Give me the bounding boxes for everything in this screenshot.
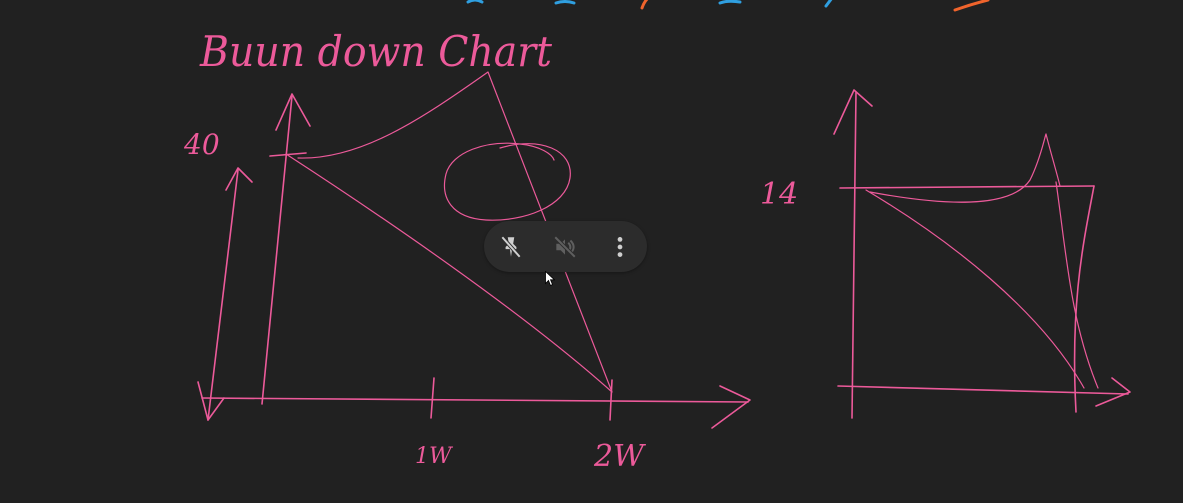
chart1-y-label: 40 — [183, 128, 220, 161]
mute-button[interactable] — [548, 230, 582, 264]
chart1-x-axis — [201, 397, 749, 403]
pin-off-icon — [500, 235, 522, 259]
chart1-y-axis-arrow — [275, 93, 311, 131]
chart1-actual-line — [297, 71, 613, 393]
more-options-button[interactable] — [603, 230, 637, 264]
chart1-x-tick-label-1w: 1W — [415, 444, 454, 469]
chart2-y-axis — [851, 91, 857, 419]
chart1-y-tick-40 — [269, 152, 307, 157]
chart1-x-axis-arrow — [711, 385, 751, 429]
burndown-chart-1: 40 1W 2W — [183, 71, 751, 474]
chart1-left-axis-arrow-bottom — [197, 381, 225, 421]
chart2-y-label: 14 — [760, 177, 798, 212]
mouse-cursor-icon — [545, 271, 555, 287]
chart1-left-axis — [207, 169, 239, 421]
chart1-x-tick-2w — [609, 379, 613, 421]
chart2-horizontal-line — [839, 185, 1095, 189]
chart2-spike-line — [869, 133, 1061, 203]
chart1-ideal-line — [285, 153, 613, 393]
more-vert-icon — [617, 237, 623, 257]
chart1-x-tick-label-2w: 2W — [593, 439, 646, 474]
chart1-y-axis — [261, 95, 293, 405]
volume-off-icon — [553, 235, 577, 259]
unpin-button[interactable] — [494, 230, 528, 264]
media-controls-bar — [484, 221, 647, 272]
chart2-right-vertical-2 — [1055, 181, 1099, 389]
chart-title: Buun down Chart — [199, 27, 552, 76]
chart2-y-axis-arrow — [833, 89, 873, 135]
chart2-x-axis — [837, 385, 1129, 395]
burndown-chart-2: 14 — [760, 89, 1131, 419]
chart2-x-axis-arrow — [1095, 377, 1131, 407]
chart1-x-tick-1w — [430, 377, 435, 419]
chart2-ideal-line — [865, 189, 1085, 389]
chart1-circle-highlight — [443, 142, 571, 221]
chart1-left-axis-arrow-top — [225, 167, 253, 191]
cutoff-strokes-top — [466, 0, 990, 12]
